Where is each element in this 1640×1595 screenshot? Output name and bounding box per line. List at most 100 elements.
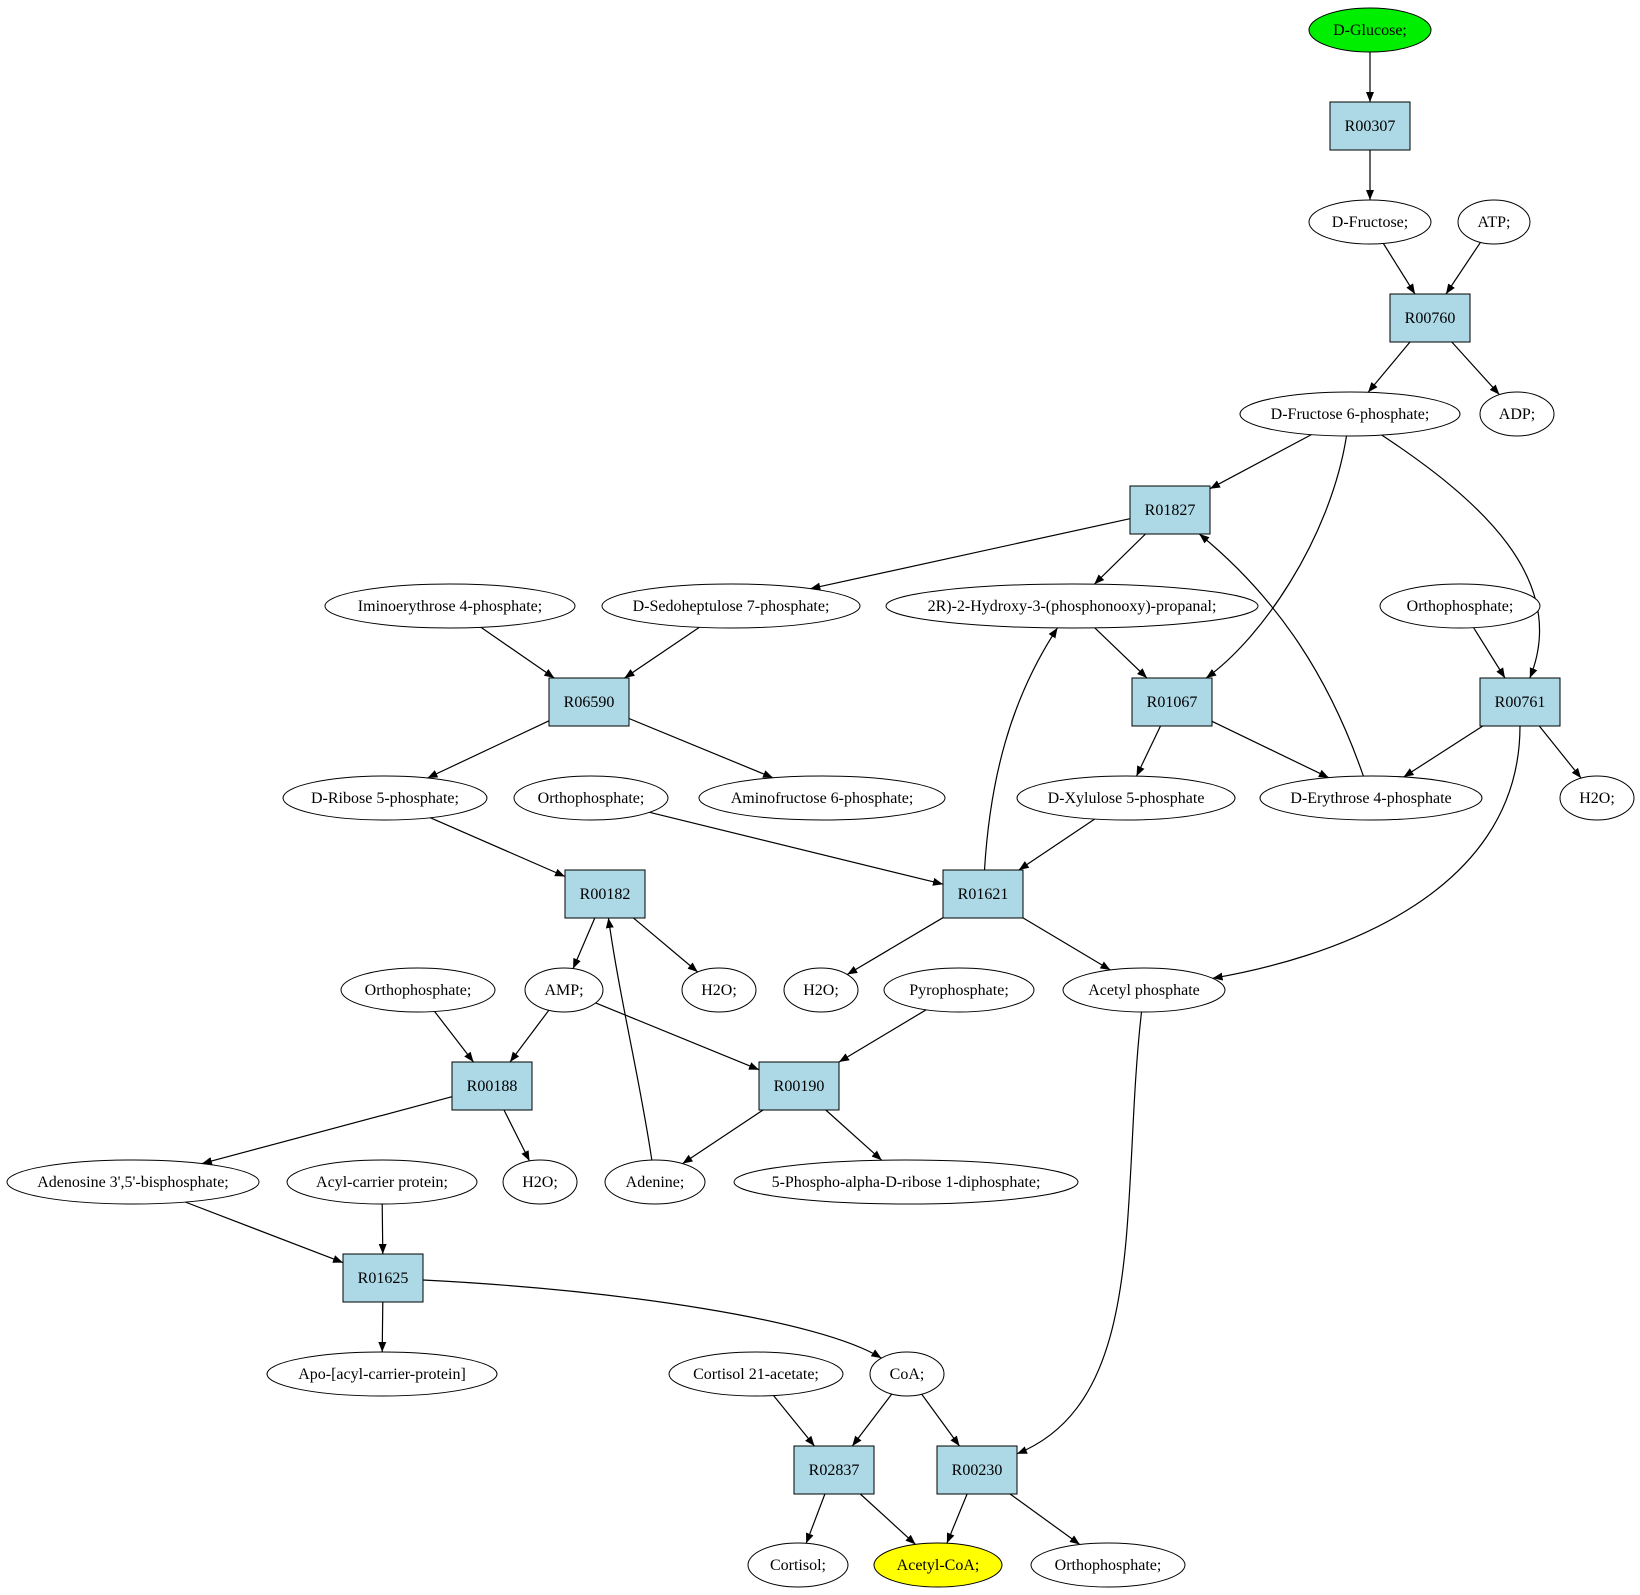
metabolite-ellipse [1479, 391, 1555, 437]
reaction-box [342, 1253, 424, 1303]
metabolite-ellipse [502, 1159, 578, 1205]
node-label: D-Glucose; [1333, 22, 1407, 39]
node-label: Aminofructose 6-phosphate; [731, 790, 914, 807]
metabolite-ellipse [1062, 967, 1226, 1013]
edge-n-f6p-to-r00761 [1381, 434, 1541, 679]
node-label: R00190 [774, 1078, 825, 1095]
reaction-box [564, 869, 646, 919]
edge-r01621-to-n-acp [1022, 917, 1111, 971]
edge-n-pap-to-r01625 [184, 1201, 344, 1264]
edge-n-pi-1-to-r00761 [1473, 627, 1506, 679]
metabolite-node-n-atp: ATP; [1457, 199, 1531, 245]
metabolite-ellipse [747, 1542, 849, 1588]
node-label: R01621 [958, 886, 1009, 903]
metabolite-ellipse [1239, 391, 1461, 437]
edge-n-coa-to-r02837 [851, 1393, 893, 1447]
edge-r02837-to-n-cortisol [805, 1493, 826, 1544]
metabolite-node-n-s7p: D-Sedoheptulose 7-phosphate; [601, 583, 861, 629]
metabolite-ellipse [340, 967, 496, 1013]
edge-n-atp-to-r00760 [1445, 242, 1481, 295]
edge-r01625-to-n-apo-acp [378, 1301, 387, 1353]
reaction-node-r00307: R00307 [1329, 101, 1411, 151]
node-label: Acetyl-CoA; [897, 1557, 980, 1574]
node-label: Apo-[acyl-carrier-protein] [298, 1366, 466, 1383]
edge-r01625-to-n-coa [422, 1279, 882, 1359]
node-label: ATP; [1478, 214, 1511, 231]
reaction-node-r01625: R01625 [342, 1253, 424, 1303]
edge-r06590-to-n-aminof6p [628, 717, 774, 779]
edge-r01827-to-n-g3p [1093, 533, 1146, 585]
metabolite-ellipse [513, 775, 669, 821]
reaction-node-r00182: R00182 [564, 869, 646, 919]
nodes-layer: D-Glucose;R00307D-Fructose;ATP;R00760D-F… [6, 7, 1635, 1588]
metabolite-node-n-fructose: D-Fructose; [1308, 199, 1432, 245]
edge-r00761-to-n-acp [1212, 725, 1521, 981]
node-label: Acyl-carrier protein; [316, 1174, 448, 1191]
metabolite-ellipse [1559, 775, 1635, 821]
reaction-node-r00760: R00760 [1389, 293, 1471, 343]
node-label: ADP; [1499, 406, 1535, 423]
edge-n-fructose-to-r00760 [1382, 243, 1416, 295]
node-label: Adenosine 3',5'-bisphosphate; [37, 1174, 229, 1191]
reaction-node-r00188: R00188 [451, 1061, 533, 1111]
metabolite-node-n-pi-2: Orthophosphate; [513, 775, 669, 821]
reaction-box [1131, 677, 1213, 727]
edge-n-x5p-to-r01621 [1018, 818, 1095, 871]
node-label: R06590 [564, 694, 615, 711]
metabolite-node-n-e4p: D-Erythrose 4-phosphate [1259, 775, 1483, 821]
edge-n-adenine-to-r00182 [605, 917, 653, 1161]
node-label: D-Ribose 5-phosphate; [311, 790, 459, 807]
node-label: D-Xylulose 5-phosphate [1048, 790, 1205, 807]
metabolite-node-n-cortisol-ac: Cortisol 21-acetate; [668, 1351, 844, 1397]
metabolite-ellipse [869, 1351, 945, 1397]
edge-r00190-to-n-adenine [682, 1109, 764, 1165]
reaction-box [1329, 101, 1411, 151]
node-label: R01625 [358, 1270, 409, 1287]
edge-r00190-to-n-prpp [825, 1109, 883, 1161]
metabolite-ellipse [1030, 1542, 1186, 1588]
metabolite-node-n-h2o-4: H2O; [502, 1159, 578, 1205]
edge-n-s7p-to-r06590 [624, 626, 700, 679]
metabolite-node-n-acyl-cp: Acyl-carrier protein; [286, 1159, 478, 1205]
reaction-box [548, 677, 630, 727]
node-label: D-Fructose; [1332, 214, 1408, 231]
node-label: Orthophosphate; [365, 982, 472, 999]
metabolite-node-n-h2o-3: H2O; [783, 967, 859, 1013]
reaction-box [1129, 485, 1211, 535]
reaction-node-r01827: R01827 [1129, 485, 1211, 535]
edge-r01621-to-n-g3p [983, 627, 1059, 871]
reaction-box [1479, 677, 1561, 727]
edge-r00230-to-n-acetyl-coa [946, 1493, 968, 1544]
node-label: R02837 [809, 1462, 860, 1479]
metabolite-node-n-h2o-2: H2O; [681, 967, 757, 1013]
node-label: Pyrophosphate; [909, 982, 1009, 999]
reaction-node-r01067: R01067 [1131, 677, 1213, 727]
metabolite-ellipse [783, 967, 859, 1013]
node-label: H2O; [701, 982, 737, 999]
metabolite-node-n-r5p: D-Ribose 5-phosphate; [282, 775, 488, 821]
node-label: D-Sedoheptulose 7-phosphate; [633, 598, 830, 615]
reaction-node-r06590: R06590 [548, 677, 630, 727]
edge-r02837-to-n-acetyl-coa [859, 1493, 916, 1545]
metabolite-ellipse [524, 967, 604, 1013]
edge-r00760-to-n-f6p [1367, 341, 1411, 393]
metabolite-node-n-pi-4: Orthophosphate; [1030, 1542, 1186, 1588]
metabolite-ellipse [733, 1159, 1079, 1205]
reaction-node-r00230: R00230 [936, 1445, 1018, 1495]
metabolite-ellipse [266, 1351, 498, 1397]
edge-r00760-to-n-adp [1451, 341, 1500, 396]
node-label: R01827 [1145, 502, 1196, 519]
edge-r01067-to-n-x5p [1135, 725, 1162, 777]
metabolite-node-n-adenine: Adenine; [604, 1159, 706, 1205]
edge-n-f6p-to-r01067 [1205, 435, 1348, 679]
metabolite-node-n-g3p: 2R)-2-Hydroxy-3-(phosphonooxy)-propanal; [885, 583, 1259, 629]
metabolite-node-n-coa: CoA; [869, 1351, 945, 1397]
edge-r00761-to-n-e4p [1403, 725, 1484, 778]
metabolite-node-n-cortisol: Cortisol; [747, 1542, 849, 1588]
metabolite-ellipse [873, 1542, 1003, 1588]
edge-r00182-to-n-amp [572, 917, 596, 969]
metabolite-ellipse [604, 1159, 706, 1205]
node-label: Orthophosphate; [538, 790, 645, 807]
edge-n-acyl-cp-to-r01625 [378, 1203, 387, 1255]
